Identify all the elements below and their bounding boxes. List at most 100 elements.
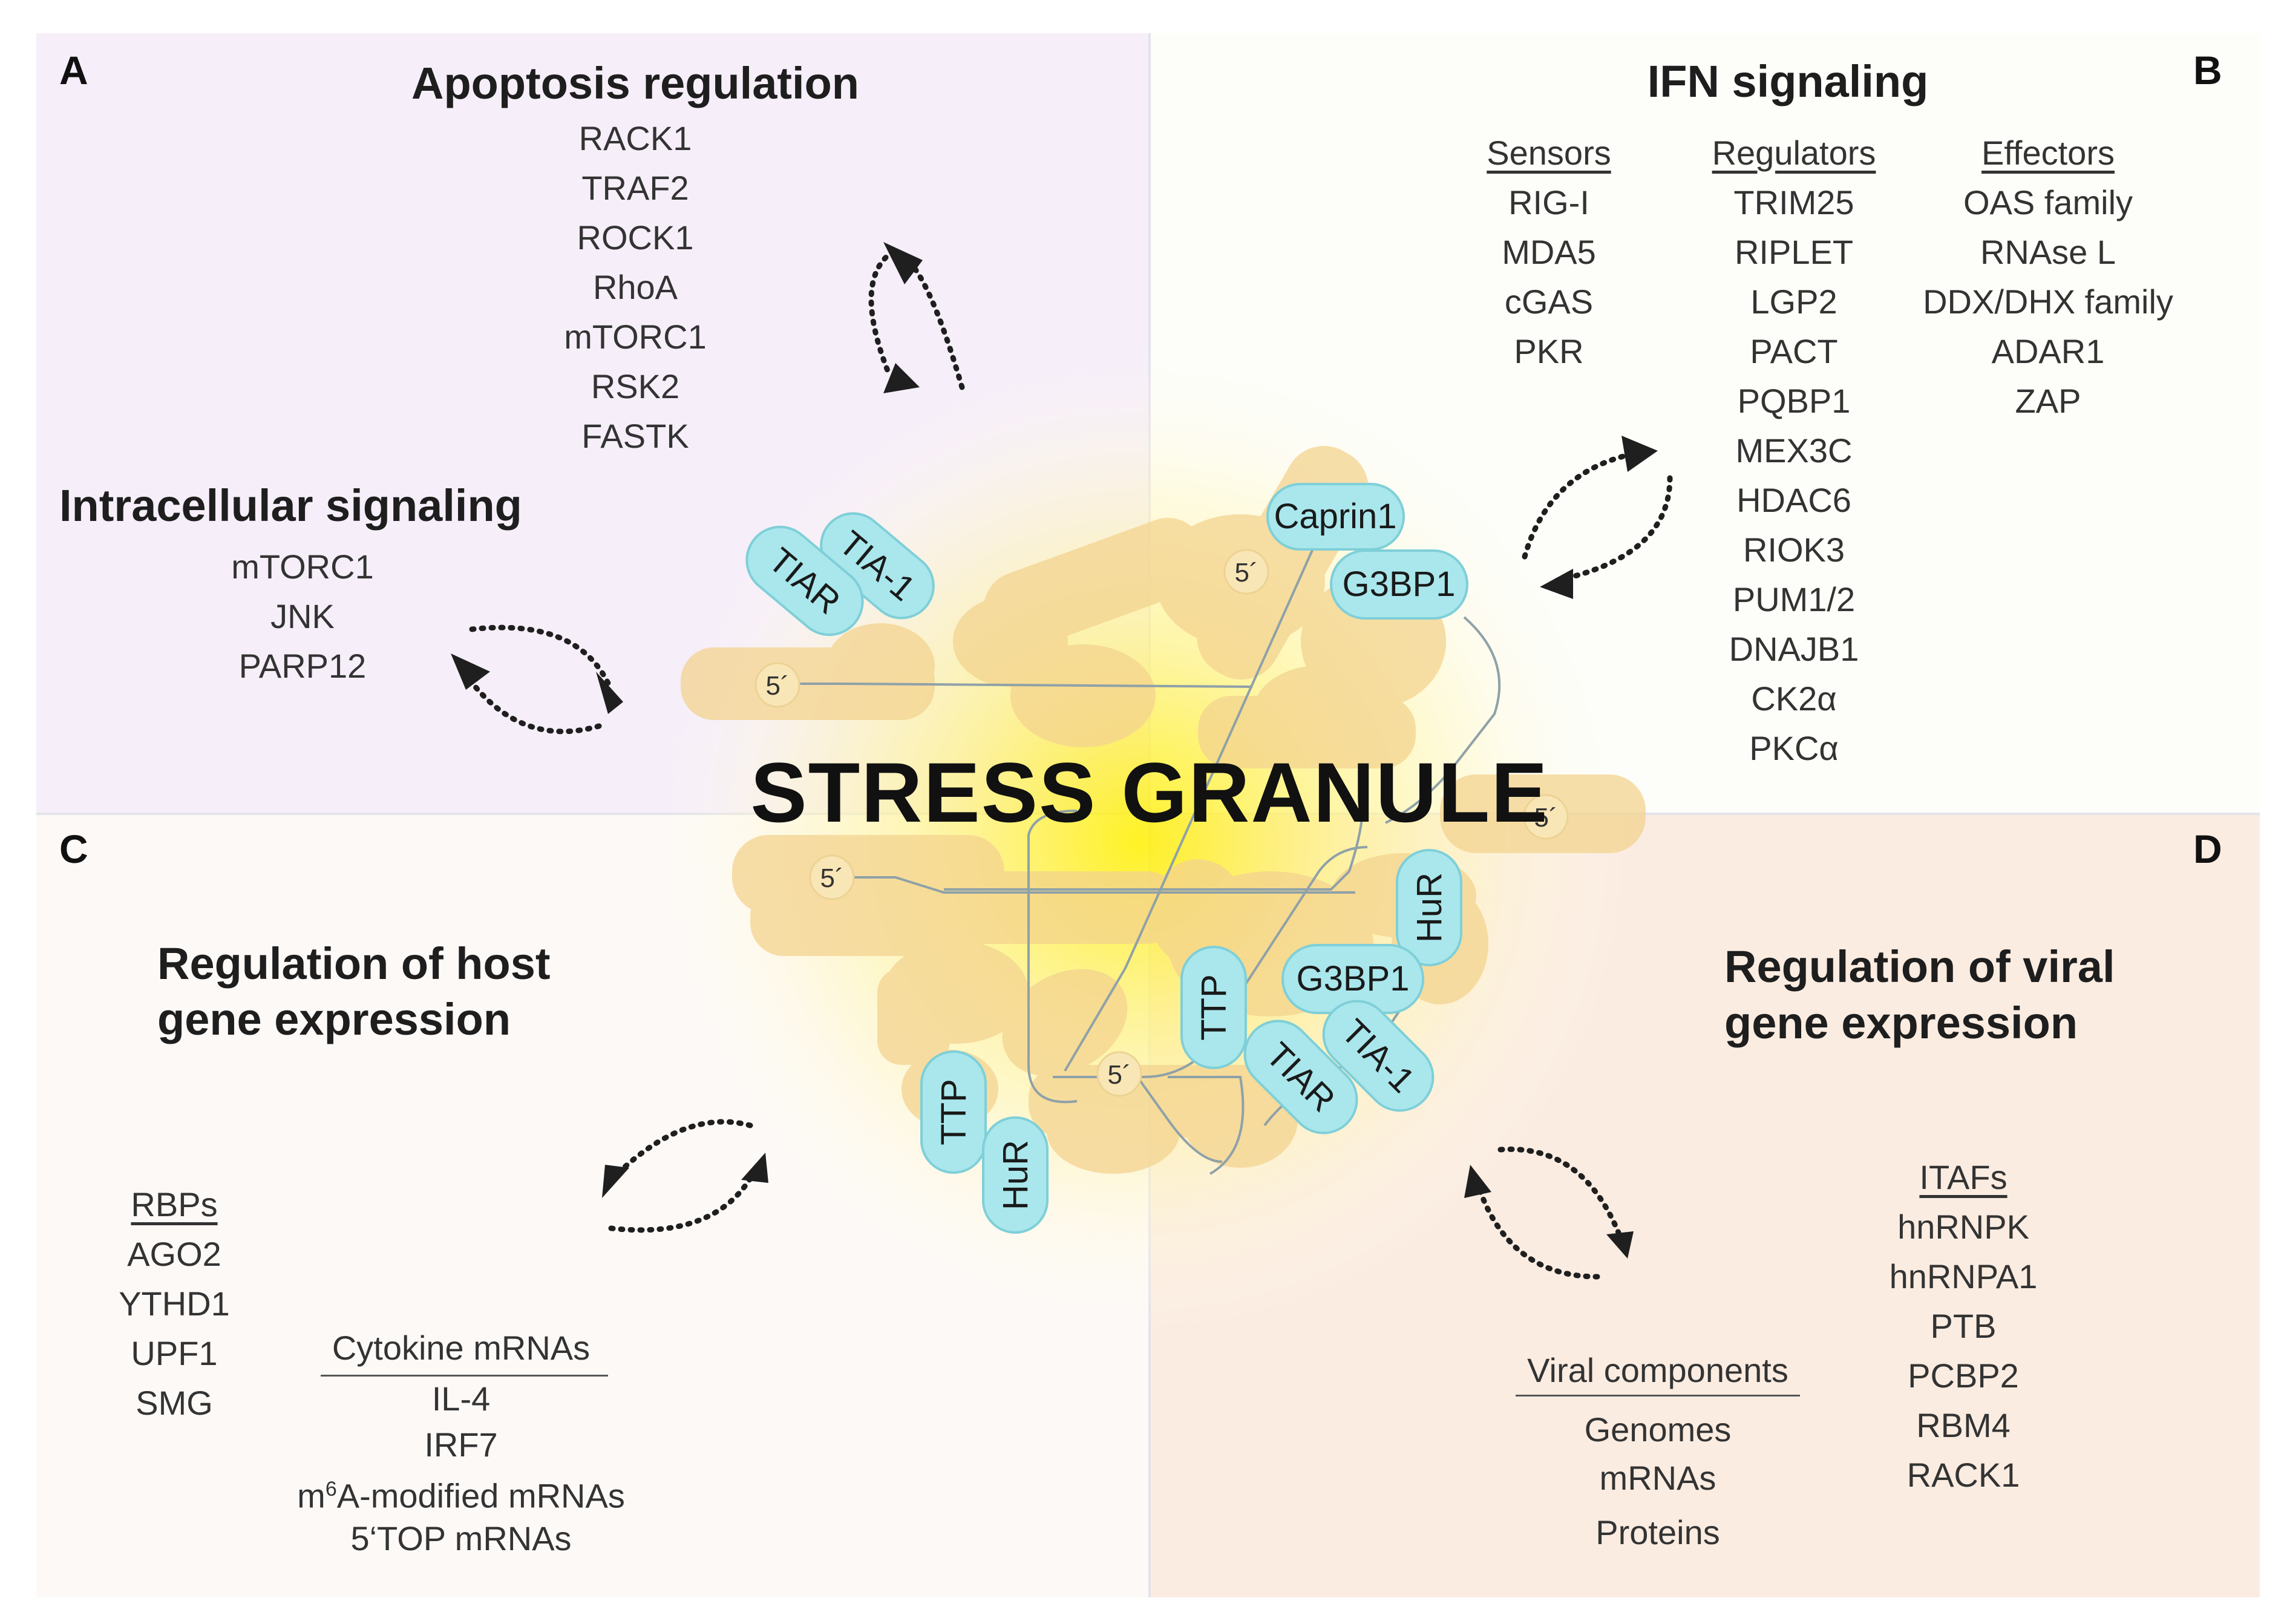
list-item: RIG-I [1508, 183, 1589, 221]
viral-components-list: Viral components Genomes mRNAs Proteins [1527, 1346, 1788, 1557]
cytokine-header-rule [321, 1375, 608, 1377]
ifn-signaling-heading: IFN signaling [1647, 56, 1929, 106]
svg-text:5´: 5´ [1234, 558, 1258, 588]
effectors-header: Effectors [1981, 134, 2115, 172]
list-item: OAS family [1963, 183, 2133, 221]
list-item: Genomes [1584, 1410, 1732, 1449]
protein-ttp-center: TTP [1180, 946, 1247, 1069]
list-item: PUM1/2 [1732, 580, 1856, 618]
apoptosis-list: RACK1 TRAF2 ROCK1 RhoA mTORC1 RSK2 FASTK [564, 114, 706, 461]
list-item: mRNAs [1599, 1459, 1716, 1497]
svg-text:HuR: HuR [996, 1140, 1035, 1210]
svg-text:5´: 5´ [820, 863, 843, 893]
itafs-list: ITAFs hnRNPK hnRNPA1 PTB PCBP2 RBM4 RACK… [1890, 1153, 2038, 1500]
effectors-list: Effectors OAS family RNAse L DDX/DHX fam… [1923, 128, 2173, 426]
list-item: TRAF2 [581, 169, 689, 207]
list-item: RNAse L [1980, 233, 2116, 271]
list-item: PQBP1 [1737, 382, 1851, 420]
list-item: PACT [1750, 332, 1838, 370]
list-item: RIOK3 [1742, 531, 1845, 569]
cytokine-list: Cytokine mRNAs IL-4 IRF7 m6A-modified mR… [297, 1325, 625, 1560]
protein-ttp-bottom: TTP [920, 1050, 987, 1174]
itafs-header: ITAFs [1919, 1158, 2007, 1196]
list-item: RIPLET [1734, 233, 1854, 271]
svg-text:Caprin1: Caprin1 [1274, 497, 1396, 536]
list-item: IL-4 [431, 1380, 491, 1418]
protein-hur-bottom: HuR [982, 1116, 1049, 1234]
protein-hur-right: HuR [1396, 849, 1462, 966]
list-item: hnRNPA1 [1889, 1257, 2038, 1295]
list-item: YTHD1 [119, 1285, 230, 1323]
list-item: 5‘TOP mRNAs [350, 1519, 572, 1557]
arrow-panel-b [1522, 451, 1673, 584]
list-item: mTORC1 [231, 548, 374, 586]
host-gene-expression-heading-line1: Regulation of host [157, 938, 551, 989]
cytokine-header: Cytokine mRNAs [332, 1329, 591, 1367]
list-item: MEX3C [1735, 431, 1853, 470]
list-item: DDX/DHX family [1923, 283, 2173, 321]
list-item: PTB [1930, 1307, 1997, 1345]
apoptosis-regulation-heading: Apoptosis regulation [411, 58, 859, 108]
viral-components-header: Viral components [1527, 1351, 1788, 1389]
list-item: ADAR1 [1991, 332, 2105, 370]
list-item: HDAC6 [1736, 481, 1851, 519]
list-item: hnRNPK [1897, 1208, 2029, 1246]
five-prime-caps: 5´ 5´ 5´ 5´ 5´ [754, 549, 1569, 1097]
host-gene-expression-heading-line2: gene expression [157, 994, 511, 1044]
intracellular-signaling-list: mTORC1 JNK PARP12 [231, 542, 373, 691]
list-item: LGP2 [1750, 283, 1837, 321]
list-item: mTORC1 [564, 318, 707, 356]
list-item: PKR [1514, 332, 1584, 370]
list-item: PCBP2 [1908, 1357, 2019, 1395]
viral-gene-expression-heading-line1: Regulation of viral [1724, 941, 2115, 992]
m6a-item: m6A-modified mRNAs [297, 1476, 625, 1515]
intracellular-signaling-heading: Intracellular signaling [59, 480, 522, 531]
list-item: PKCα [1749, 729, 1839, 767]
panel-b-letter: B [2193, 48, 2222, 93]
svg-text:TTP: TTP [1194, 974, 1234, 1041]
svg-text:TTP: TTP [934, 1079, 973, 1145]
viral-components-header-rule [1516, 1395, 1800, 1396]
list-item: RSK2 [591, 367, 680, 405]
rbps-header: RBPs [131, 1185, 218, 1223]
protein-caprin1: Caprin1 [1266, 483, 1405, 551]
list-item: PARP12 [238, 647, 367, 685]
viral-gene-expression-heading-line2: gene expression [1724, 998, 2078, 1048]
list-item: Proteins [1595, 1513, 1720, 1551]
svg-text:5´: 5´ [1107, 1060, 1131, 1090]
svg-text:HuR: HuR [1410, 873, 1449, 943]
sensors-list: Sensors RIG-I MDA5 cGAS PKR [1487, 128, 1611, 376]
protein-g3bp1-top: G3BP1 [1330, 549, 1468, 620]
list-item: RBM4 [1916, 1406, 2011, 1444]
regulators-header: Regulators [1712, 134, 1876, 172]
list-item: cGAS [1504, 283, 1594, 321]
list-item: DNAJB1 [1729, 630, 1859, 668]
arrow-panel-d [1473, 1146, 1625, 1280]
arrow-panel-c [608, 1119, 759, 1233]
svg-text:G3BP1: G3BP1 [1343, 565, 1456, 604]
svg-text:5´: 5´ [765, 671, 789, 701]
rbps-list: RBPs AGO2 YTHD1 UPF1 SMG [119, 1180, 230, 1428]
sensors-header: Sensors [1487, 134, 1611, 172]
regulators-list: Regulators TRIM25 RIPLET LGP2 PACT PQBP1… [1712, 128, 1876, 773]
list-item: ROCK1 [577, 218, 694, 257]
arrow-panel-a-left [457, 624, 614, 735]
stress-granule-title: STRESS GRANULE [750, 745, 1549, 840]
list-item: RACK1 [578, 119, 692, 157]
list-item: TRIM25 [1733, 183, 1854, 221]
protein-g3bp1-bottom: G3BP1 [1281, 944, 1424, 1014]
list-item: MDA5 [1502, 233, 1596, 271]
panel-d-letter: D [2193, 827, 2222, 871]
list-item: JNK [270, 597, 335, 635]
list-item: AGO2 [127, 1235, 221, 1273]
list-item: RACK1 [1906, 1456, 2020, 1494]
panel-c-letter: C [59, 827, 88, 871]
list-item: FASTK [581, 417, 689, 455]
arrowheads [451, 242, 1658, 1259]
list-item: UPF1 [131, 1334, 218, 1372]
list-item: IRF7 [424, 1426, 498, 1464]
list-item: RhoA [592, 268, 678, 306]
svg-text:5´: 5´ [1534, 803, 1557, 833]
arrow-panel-a-top [868, 250, 965, 390]
